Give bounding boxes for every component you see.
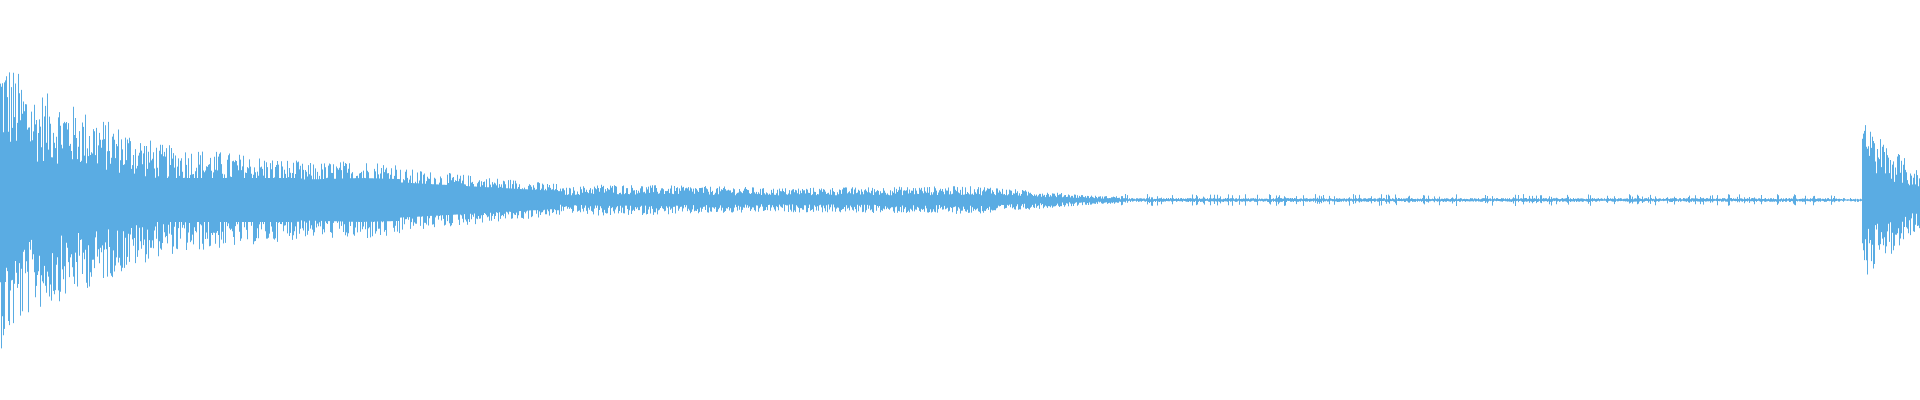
waveform-segments — [0, 72, 1920, 349]
